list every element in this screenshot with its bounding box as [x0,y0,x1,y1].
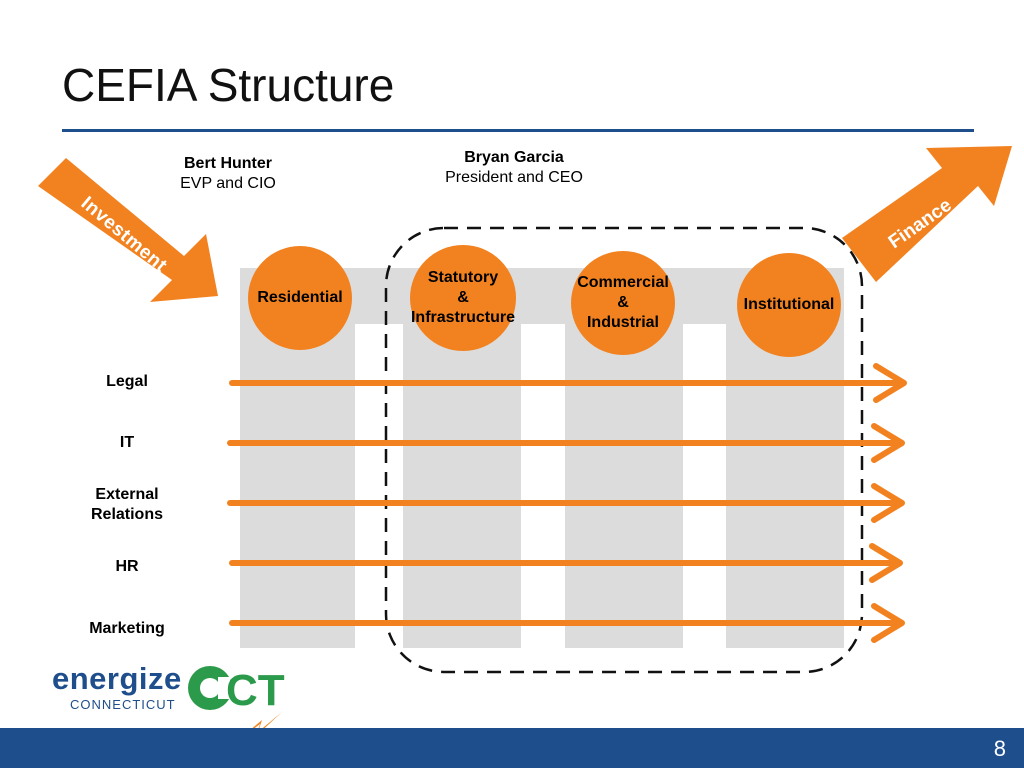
logo-wordmark: energize [52,661,182,696]
ceo-scope-dashed-box [384,226,864,674]
leader-left: Bert Hunter EVP and CIO [150,154,306,194]
sector-institutional: Institutional [737,253,841,357]
function-arrow-it [227,423,905,463]
sector-statutory: Statutory & Infrastructure [410,245,516,351]
function-arrow-hr [229,543,903,583]
sector-residential: Residential [248,246,352,350]
title-divider [62,129,974,132]
function-label-external-relations: External Relations [90,486,163,523]
finance-arrow: Finance [842,146,1012,282]
leader-center-name: Bryan Garcia [464,149,564,166]
logo-subtitle: CONNECTICUT [70,697,176,712]
function-arrow-external-relations [227,483,905,523]
page-number: 8 [993,736,1006,761]
page-title: CEFIA Structure [62,59,395,111]
sector-commercial: Commercial & Industrial [571,251,675,355]
leader-left-name: Bert Hunter [183,155,272,172]
leader-left-role: EVP and CIO [180,175,276,192]
function-label-marketing: Marketing [89,620,165,637]
investment-arrow: Investment [38,158,218,302]
energize-ct-logo-mark: CT [188,666,285,742]
function-label-legal: Legal [106,373,148,390]
function-arrows [227,363,907,643]
footer-bar [0,728,1024,768]
function-arrow-marketing [229,603,905,643]
function-arrow-legal [229,363,907,403]
leader-center: Bryan Garcia President and CEO [414,148,614,188]
function-label-it: IT [119,434,135,451]
logo-mark-text: CT [226,666,285,715]
leader-center-role: President and CEO [445,169,583,186]
function-label-hr: HR [115,558,139,575]
